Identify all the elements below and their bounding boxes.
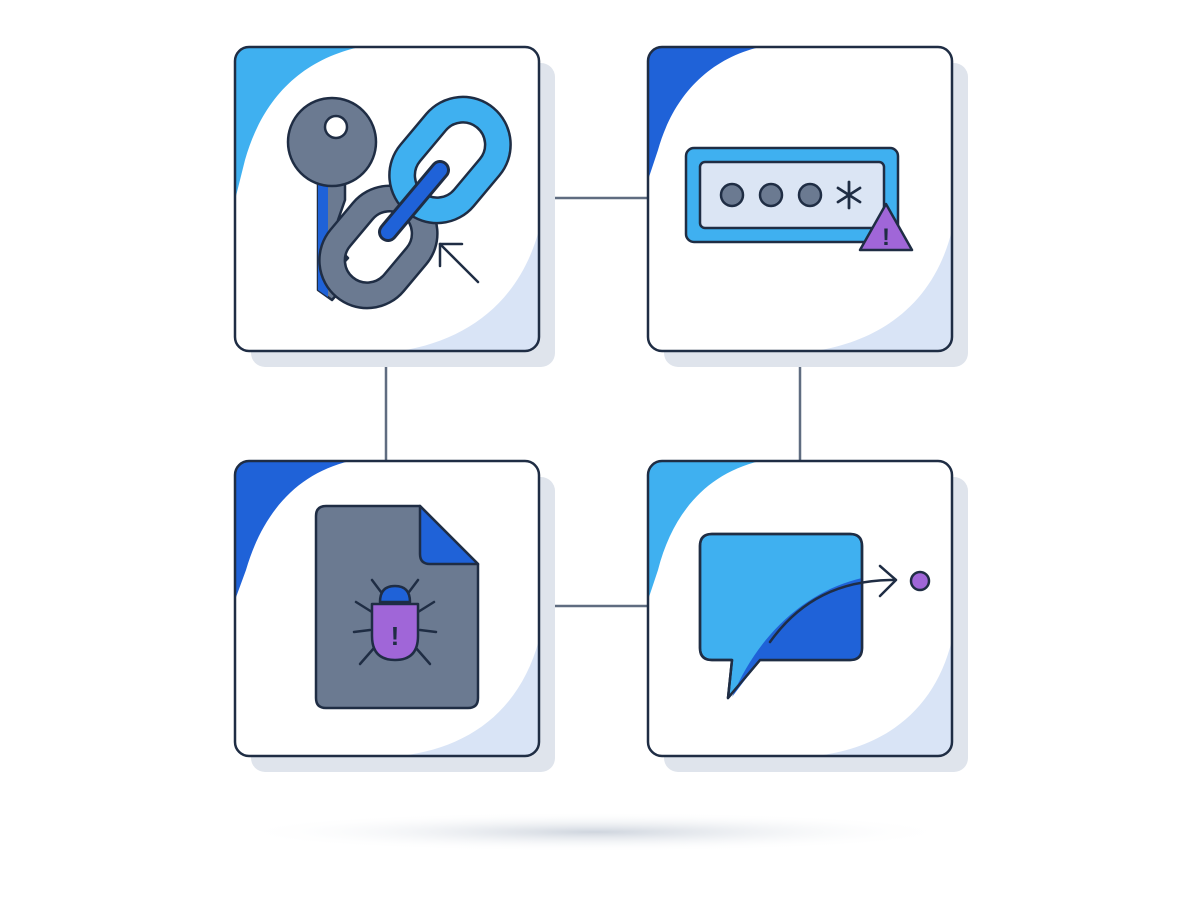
masked-dot-icon [758,182,784,208]
card-frame [646,459,954,758]
password-field-icon [684,146,900,244]
bug-glyph: ! [391,621,400,651]
chain-link-icon [318,95,512,310]
card-corner-accent-bottom [400,230,539,351]
masked-dot-icon [797,182,823,208]
endpoint-dot-icon [909,570,931,592]
card-corner-accent [648,461,760,600]
card-corner-accent [235,461,350,600]
asterisk-icon [836,180,862,210]
card-infected-file: ! [233,459,555,772]
masked-dot-icon [719,182,745,208]
warning-triangle-icon: ! [858,202,914,252]
ground-shadow [235,812,955,852]
card-corner-accent-bottom [815,230,952,351]
card-frame [646,45,954,353]
card-corner-accent-bottom [815,640,952,756]
forward-arrow-icon [768,564,898,644]
bug-icon: ! [352,578,438,666]
card-message [646,459,968,772]
card-frame [233,45,541,353]
card-phishing-link [233,45,555,367]
card-corner-accent-bottom [400,640,539,756]
connectors [384,196,802,608]
card-corner-accent [648,47,760,180]
card-corner-accent [235,47,360,200]
chat-bubble-icon [698,532,864,700]
cursor-arrow-icon [438,242,480,284]
card-frame [233,459,541,758]
card-password-field: ! [646,45,968,367]
warning-glyph: ! [882,224,890,251]
